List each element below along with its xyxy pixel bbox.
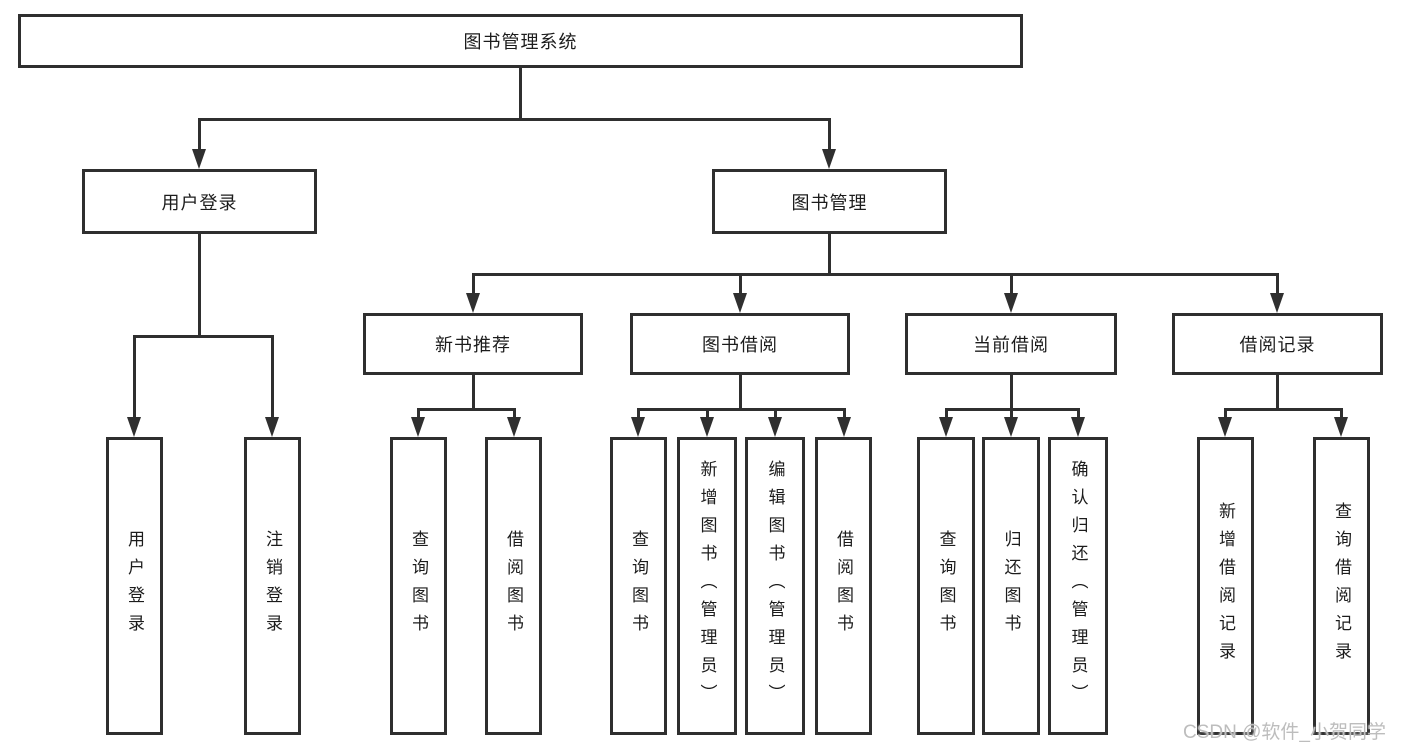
connector-line-horizontal bbox=[637, 408, 845, 411]
leaf-user-login-label: 用户登录 bbox=[125, 530, 144, 642]
arrowhead-down-icon bbox=[507, 417, 521, 437]
connector-line-vertical bbox=[1010, 408, 1013, 419]
connector-line-vertical bbox=[1010, 375, 1013, 411]
connector-line-vertical bbox=[472, 375, 475, 411]
connector-line-vertical bbox=[739, 273, 742, 295]
connector-line-vertical bbox=[198, 234, 201, 338]
arrowhead-down-icon bbox=[127, 417, 141, 437]
node-book-management: 图书管理 bbox=[712, 169, 947, 234]
node-book-borrowing-label: 图书借阅 bbox=[702, 335, 778, 355]
csdn-watermark: CSDN @软件_小贺同学 bbox=[1183, 722, 1386, 743]
leaf-newbook-query-books: 查询图书 bbox=[390, 437, 447, 735]
arrowhead-down-icon bbox=[466, 293, 480, 313]
leaf-borrowing-query-books: 查询图书 bbox=[610, 437, 667, 735]
arrowhead-down-icon bbox=[822, 149, 836, 169]
connector-line-horizontal bbox=[472, 273, 1278, 276]
connector-line-vertical bbox=[472, 273, 475, 295]
connector-line-vertical bbox=[828, 118, 831, 151]
connector-line-vertical bbox=[1276, 273, 1279, 295]
connector-line-vertical bbox=[1276, 375, 1279, 411]
leaf-borrowing-add-books: 新增图书（管理员） bbox=[677, 437, 737, 735]
leaf-logout: 注销登录 bbox=[244, 437, 301, 735]
leaf-newbook-borrow-books-label: 借阅图书 bbox=[504, 530, 523, 642]
node-new-book-recommend: 新书推荐 bbox=[363, 313, 583, 375]
connector-line-vertical bbox=[739, 375, 742, 411]
leaf-borrowing-borrow-books: 借阅图书 bbox=[815, 437, 872, 735]
arrowhead-down-icon bbox=[1334, 417, 1348, 437]
leaf-current-query-books-label: 查询图书 bbox=[936, 530, 956, 642]
leaf-borrowing-edit-books: 编辑图书（管理员） bbox=[745, 437, 805, 735]
connector-line-vertical bbox=[133, 335, 136, 419]
leaf-current-return-books: 归还图书 bbox=[982, 437, 1040, 735]
leaf-current-confirm-return-label: 确认归还（管理员） bbox=[1068, 460, 1088, 712]
arrowhead-down-icon bbox=[733, 293, 747, 313]
connector-line-vertical bbox=[1010, 273, 1013, 295]
arrowhead-down-icon bbox=[192, 149, 206, 169]
arrowhead-down-icon bbox=[411, 417, 425, 437]
connector-line-vertical bbox=[774, 408, 777, 419]
arrowhead-down-icon bbox=[1004, 293, 1018, 313]
connector-line-vertical bbox=[1077, 408, 1080, 419]
leaf-records-add-record: 新增借阅记录 bbox=[1197, 437, 1254, 735]
arrowhead-down-icon bbox=[1270, 293, 1284, 313]
node-book-borrowing: 图书借阅 bbox=[630, 313, 850, 375]
connector-line-vertical bbox=[513, 408, 516, 419]
leaf-current-confirm-return: 确认归还（管理员） bbox=[1048, 437, 1108, 735]
connector-line-vertical bbox=[1340, 408, 1343, 419]
connector-line-vertical bbox=[1224, 408, 1227, 419]
arrowhead-down-icon bbox=[631, 417, 645, 437]
leaf-records-add-record-label: 新增借阅记录 bbox=[1216, 502, 1235, 670]
connector-line-horizontal bbox=[133, 335, 274, 338]
node-current-borrowing-label: 当前借阅 bbox=[973, 335, 1049, 355]
arrowhead-down-icon bbox=[939, 417, 953, 437]
connector-line-vertical bbox=[945, 408, 948, 419]
connector-line-vertical bbox=[198, 118, 201, 151]
node-user-login-label: 用户登录 bbox=[161, 192, 238, 213]
connector-line-vertical bbox=[637, 408, 640, 419]
leaf-borrowing-add-books-label: 新增图书（管理员） bbox=[697, 460, 717, 712]
node-root-label: 图书管理系统 bbox=[463, 32, 578, 52]
leaf-records-query-record-label: 查询借阅记录 bbox=[1332, 502, 1351, 670]
connector-line-vertical bbox=[417, 408, 420, 419]
connector-line-vertical bbox=[706, 408, 709, 419]
leaf-logout-label: 注销登录 bbox=[263, 530, 282, 642]
leaf-user-login: 用户登录 bbox=[106, 437, 163, 735]
connector-line-horizontal bbox=[417, 408, 515, 411]
leaf-borrowing-edit-books-label: 编辑图书（管理员） bbox=[765, 460, 785, 712]
leaf-records-query-record: 查询借阅记录 bbox=[1313, 437, 1370, 735]
arrowhead-down-icon bbox=[837, 417, 851, 437]
node-root: 图书管理系统 bbox=[18, 14, 1023, 68]
connector-line-vertical bbox=[843, 408, 846, 419]
leaf-newbook-query-books-label: 查询图书 bbox=[409, 530, 428, 642]
leaf-borrowing-borrow-books-label: 借阅图书 bbox=[834, 530, 853, 642]
leaf-newbook-borrow-books: 借阅图书 bbox=[485, 437, 542, 735]
arrowhead-down-icon bbox=[1004, 417, 1018, 437]
node-borrowing-records-label: 借阅记录 bbox=[1239, 335, 1316, 355]
node-new-book-recommend-label: 新书推荐 bbox=[435, 335, 511, 355]
connector-line-vertical bbox=[828, 234, 831, 276]
node-borrowing-records: 借阅记录 bbox=[1172, 313, 1383, 375]
leaf-current-query-books: 查询图书 bbox=[917, 437, 975, 735]
arrowhead-down-icon bbox=[1218, 417, 1232, 437]
node-current-borrowing: 当前借阅 bbox=[905, 313, 1117, 375]
connector-line-vertical bbox=[271, 335, 274, 419]
arrowhead-down-icon bbox=[1071, 417, 1085, 437]
arrowhead-down-icon bbox=[700, 417, 714, 437]
arrowhead-down-icon bbox=[265, 417, 279, 437]
connector-line-horizontal bbox=[1224, 408, 1343, 411]
connector-line-vertical bbox=[519, 68, 522, 118]
arrowhead-down-icon bbox=[768, 417, 782, 437]
node-book-management-label: 图书管理 bbox=[791, 192, 868, 213]
leaf-borrowing-query-books-label: 查询图书 bbox=[629, 530, 648, 642]
connector-line-horizontal bbox=[198, 118, 830, 121]
leaf-current-return-books-label: 归还图书 bbox=[1001, 530, 1021, 642]
node-user-login: 用户登录 bbox=[82, 169, 317, 234]
